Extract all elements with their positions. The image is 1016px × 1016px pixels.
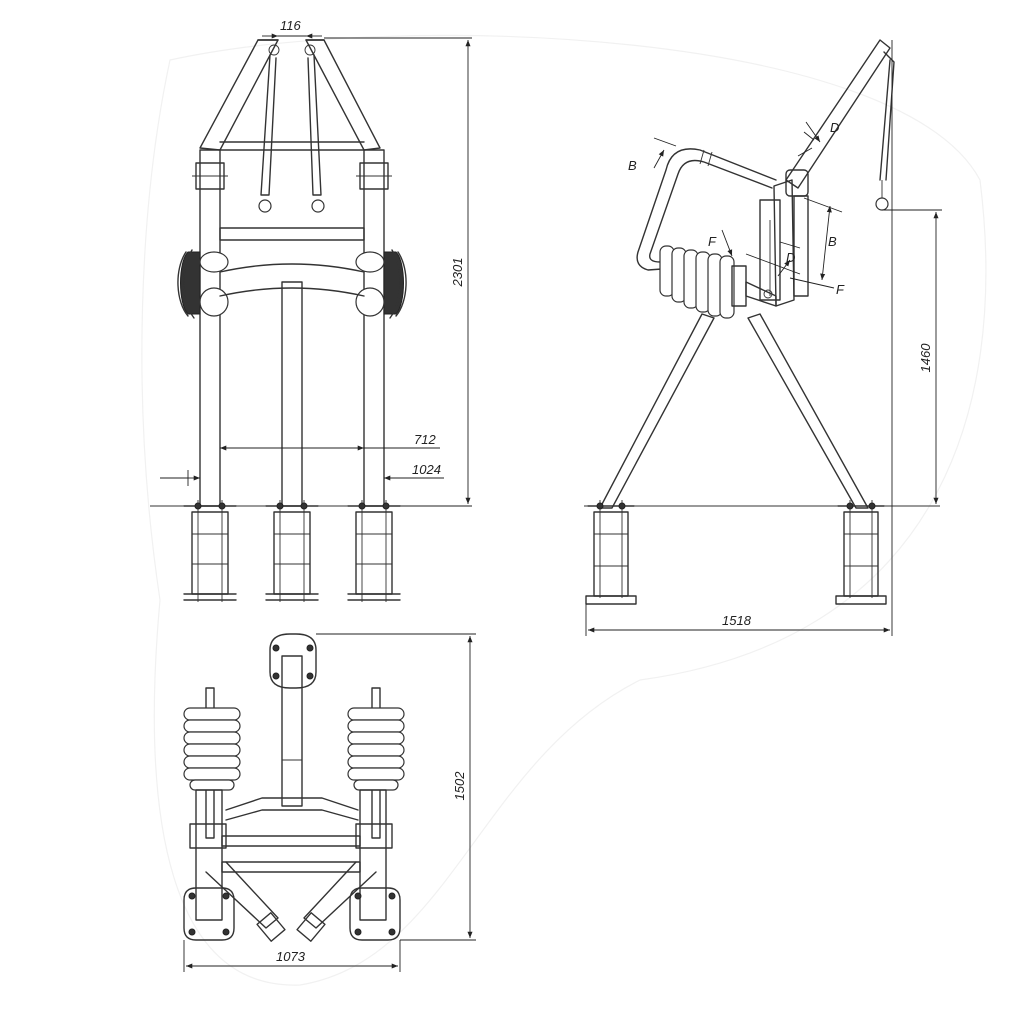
top-view bbox=[183, 633, 476, 972]
section-label-d-upper: D bbox=[830, 120, 839, 135]
background-outline bbox=[141, 34, 987, 986]
section-label-b-lower: B bbox=[828, 234, 837, 249]
section-label-b-upper: B bbox=[628, 158, 637, 173]
side-view bbox=[584, 39, 942, 636]
dim-front-top-width: 116 bbox=[280, 18, 301, 33]
dim-top-length: 1502 bbox=[452, 771, 467, 801]
top-weight-stack-left bbox=[183, 687, 241, 839]
top-weight-stack-right bbox=[347, 687, 405, 839]
dim-top-width: 1073 bbox=[276, 949, 306, 964]
dim-front-height: 2301 bbox=[450, 258, 465, 288]
section-label-f-upper: F bbox=[708, 234, 717, 249]
section-label-d-lower: D bbox=[786, 250, 795, 265]
side-weight-stack bbox=[659, 245, 747, 319]
front-view bbox=[150, 33, 472, 602]
dim-side-base-width: 1518 bbox=[722, 613, 752, 628]
section-label-f-lower: F bbox=[836, 282, 845, 297]
dim-side-height: 1460 bbox=[918, 343, 933, 373]
dim-front-outer-width: 1024 bbox=[412, 462, 441, 477]
dim-front-inner-width: 712 bbox=[414, 432, 436, 447]
